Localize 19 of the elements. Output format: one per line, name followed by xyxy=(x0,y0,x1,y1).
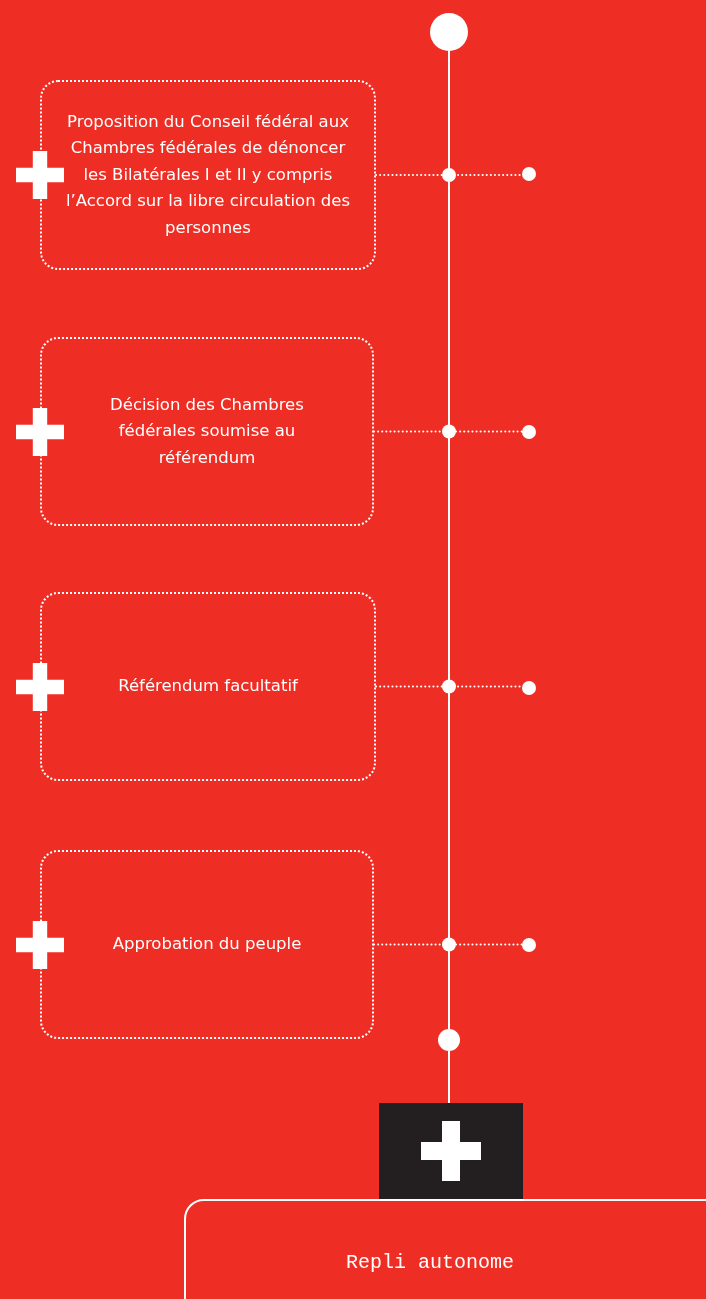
end-dot xyxy=(522,167,536,181)
end-dot xyxy=(522,938,536,952)
dotted-connector xyxy=(373,943,523,946)
square-tile xyxy=(379,1103,523,1199)
end-dot xyxy=(522,681,536,695)
dotted-connector xyxy=(373,430,523,433)
timeline-end-circle xyxy=(438,1029,460,1051)
step-text: Décision des Chambres fédérales soumise au référendum xyxy=(109,393,305,469)
step-text: Proposition du Conseil fédéral aux Chambres fédérales de dénoncer les Bilatérales I et II y compris l’Accord sur la libre circulation des personnes xyxy=(64,111,352,239)
step-text: Approbation du peuple xyxy=(112,933,302,956)
end-dot xyxy=(522,425,536,439)
dotted-connector xyxy=(375,174,523,176)
step-text: Référendum facultatif xyxy=(118,675,298,698)
dotted-connector xyxy=(375,685,523,688)
outcome-text: Repli autonome xyxy=(346,1250,515,1276)
timeline-line xyxy=(448,50,450,1030)
timeline-line xyxy=(448,1050,450,1104)
timeline-end-circle xyxy=(430,13,468,51)
outcome-box xyxy=(184,1199,706,1299)
